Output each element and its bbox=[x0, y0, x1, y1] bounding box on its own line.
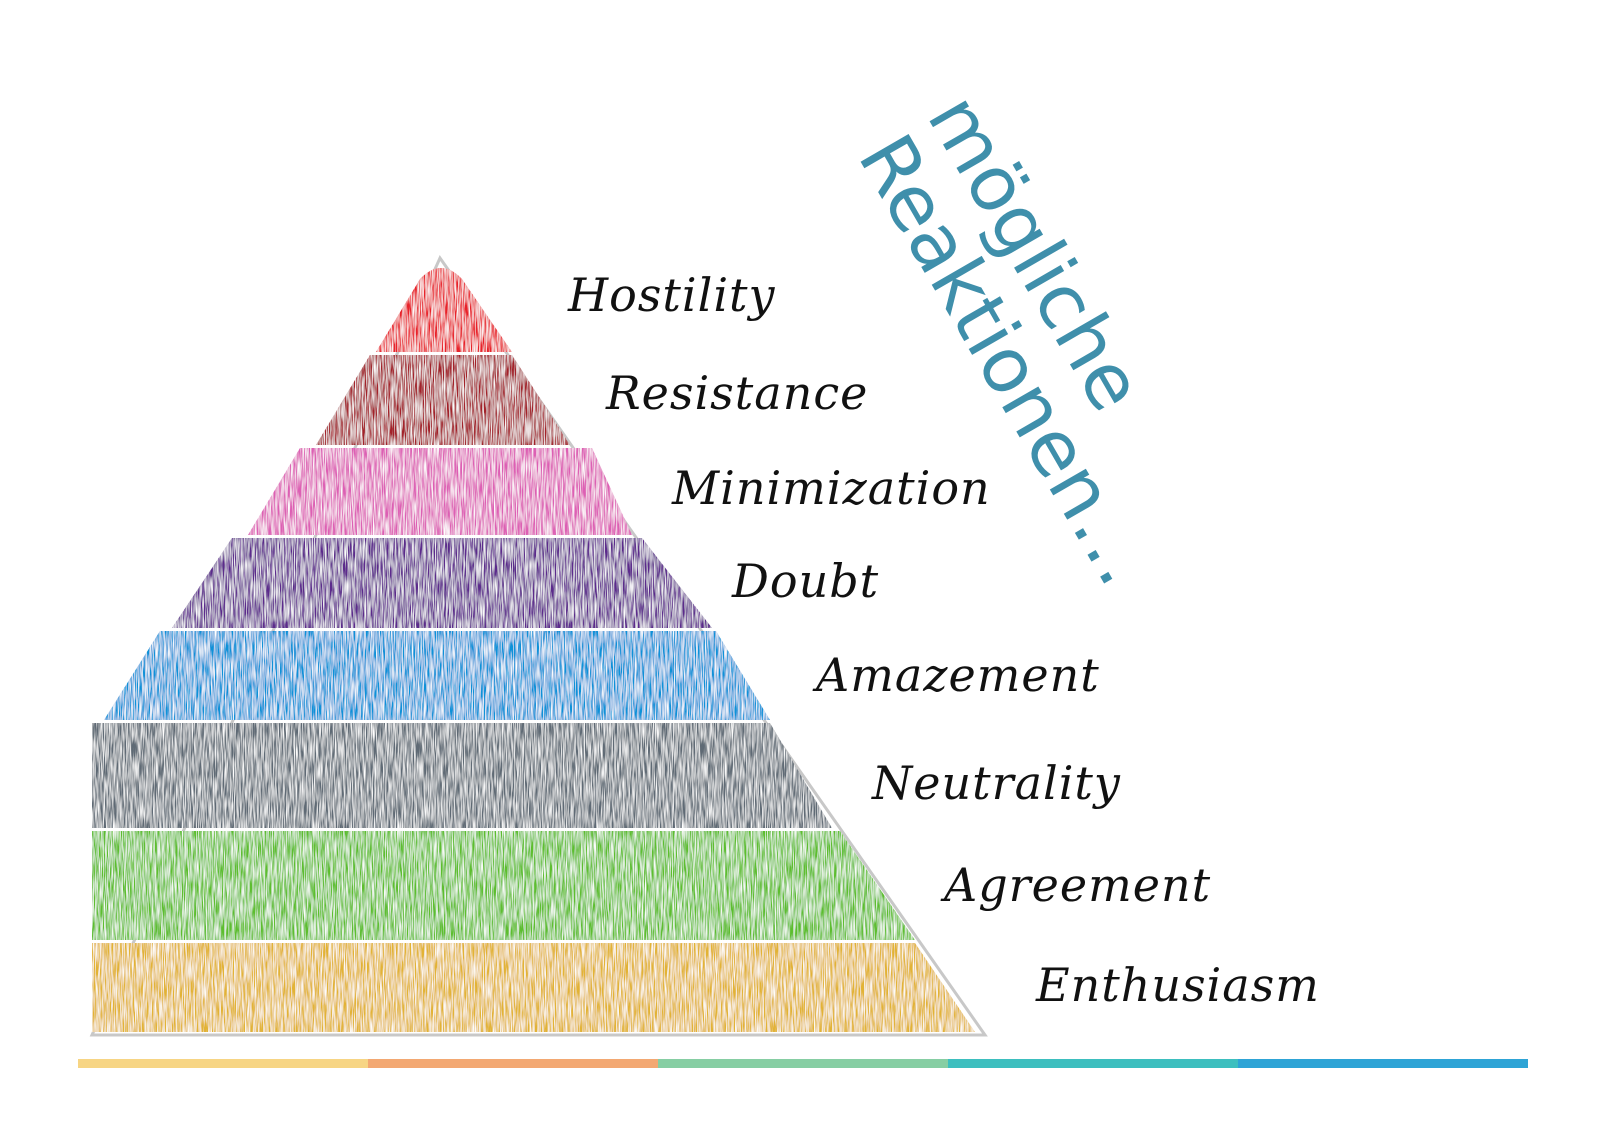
layer-label-agreement: Agreement bbox=[944, 862, 1211, 908]
bottom-bar-segment bbox=[948, 1059, 1238, 1068]
pyramid-layer-doubt bbox=[172, 538, 712, 628]
layer-label-hostility: Hostility bbox=[568, 272, 776, 318]
layer-label-enthusiasm: Enthusiasm bbox=[1036, 962, 1320, 1008]
bottom-bar-segment bbox=[658, 1059, 948, 1068]
layer-label-resistance: Resistance bbox=[606, 370, 868, 416]
bottom-bar-segment bbox=[368, 1059, 658, 1068]
pyramid-layer-neutrality bbox=[92, 723, 832, 828]
pyramid-layer-agreement bbox=[92, 831, 915, 940]
layer-label-amazement: Amazement bbox=[816, 652, 1100, 698]
layer-label-doubt: Doubt bbox=[732, 558, 879, 604]
layer-label-neutrality: Neutrality bbox=[872, 760, 1121, 806]
layer-label-minimization: Minimization bbox=[672, 465, 991, 511]
pyramid-layer-resistance bbox=[316, 355, 570, 445]
bottom-color-bar bbox=[78, 1059, 1528, 1068]
bottom-bar-segment bbox=[78, 1059, 368, 1068]
pyramid-layer-amazement bbox=[104, 631, 770, 720]
bottom-bar-segment bbox=[1238, 1059, 1528, 1068]
pyramid-layer-minimization bbox=[248, 448, 632, 535]
pyramid-layer-hostility bbox=[376, 268, 512, 352]
pyramid-layer-enthusiasm bbox=[92, 943, 975, 1032]
